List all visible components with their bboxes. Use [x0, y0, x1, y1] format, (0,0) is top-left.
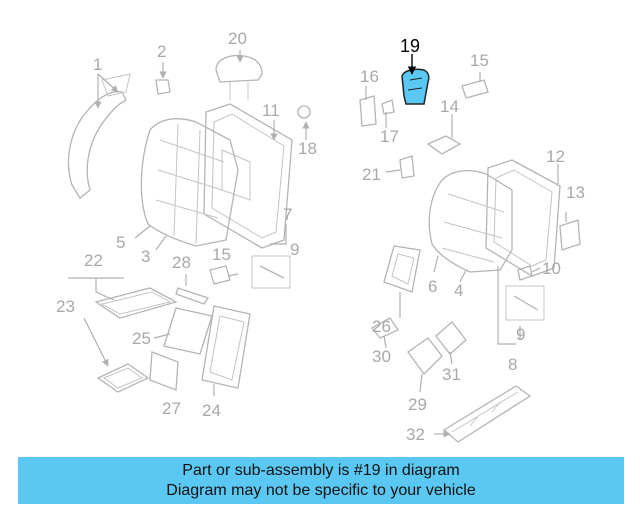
callout-21: 21 [362, 165, 381, 184]
leader-lines [68, 50, 567, 438]
part-25-panel [163, 307, 213, 355]
callout-19: 19 [400, 36, 420, 56]
callout-23: 23 [56, 297, 75, 316]
part-22-seat-cushion [94, 287, 178, 319]
part-23-tray [96, 363, 150, 393]
callout-9-left: 9 [290, 240, 299, 259]
part-19-highlighted [401, 68, 430, 105]
callout-24: 24 [202, 401, 221, 420]
callout-5: 5 [116, 233, 125, 252]
parts-diagram: 1 2 3 4 5 6 7 8 9 9 10 11 12 13 14 15 15… [56, 29, 585, 444]
callout-28: 28 [172, 253, 191, 272]
part-27-cover [149, 351, 179, 391]
part-26-panel [383, 245, 421, 293]
callout-25: 25 [132, 329, 151, 348]
part-29-bracket [407, 337, 443, 375]
part-10-fastener [517, 265, 533, 281]
callout-6: 6 [428, 277, 437, 296]
part-1-side-trim [67, 73, 131, 199]
part-20-headrest [215, 54, 263, 100]
part-30-clip [371, 317, 399, 339]
part-17-bolt [381, 99, 395, 115]
callout-26: 26 [372, 317, 391, 336]
callout-13: 13 [566, 183, 585, 202]
part-3-seatback-cushion [140, 118, 239, 247]
part-16-bracket [359, 95, 377, 127]
part-2-fastener [155, 79, 171, 95]
callout-32: 32 [406, 425, 425, 444]
callout-29: 29 [408, 395, 427, 414]
callout-8: 8 [508, 355, 517, 374]
part-24-frame [201, 305, 251, 389]
callout-20: 20 [228, 29, 247, 48]
part-13-bracket [559, 219, 581, 251]
callout-16: 16 [360, 67, 379, 86]
callout-15-right: 15 [470, 51, 489, 70]
callout-7: 7 [283, 205, 292, 224]
callout-1: 1 [93, 55, 102, 74]
info-banner: Part or sub-assembly is #19 in diagram D… [18, 457, 624, 504]
callout-12: 12 [546, 147, 565, 166]
callout-2: 2 [157, 42, 166, 61]
callout-11: 11 [262, 101, 280, 120]
callout-30: 30 [372, 347, 391, 366]
part-12-seatback-frame [485, 159, 561, 277]
callout-27: 27 [162, 399, 181, 418]
part-14-clip [426, 135, 462, 155]
part-11-seatback-frame [203, 103, 293, 249]
part-28-trim-strip [175, 287, 210, 305]
callout-18: 18 [298, 139, 317, 158]
part-4-seatback-cushion [428, 169, 513, 273]
banner-line-2: Diagram may not be specific to your vehi… [166, 481, 476, 499]
part-21-bolt [399, 155, 415, 179]
part-15-bolt-right [461, 79, 489, 99]
callout-4: 4 [454, 281, 463, 300]
part-18-clip [297, 105, 311, 119]
part-31-cover [435, 321, 467, 355]
callout-22: 22 [84, 251, 103, 270]
banner-line-1: Part or sub-assembly is #19 in diagram [182, 461, 460, 479]
part-9-hardware-right [505, 285, 545, 321]
callout-9-right: 9 [516, 325, 525, 344]
callout-15-left: 15 [212, 245, 231, 264]
part-32-long-trim [442, 385, 532, 443]
part-9-hardware-left [251, 255, 291, 289]
callout-labels: 1 2 3 4 5 6 7 8 9 9 10 11 12 13 14 15 15… [56, 29, 585, 444]
part-15-bolt-left [209, 265, 231, 285]
callout-10: 10 [542, 259, 561, 278]
callout-3: 3 [141, 247, 150, 266]
callout-17: 17 [380, 127, 399, 146]
callout-14: 14 [440, 97, 459, 116]
callout-31: 31 [442, 365, 461, 384]
